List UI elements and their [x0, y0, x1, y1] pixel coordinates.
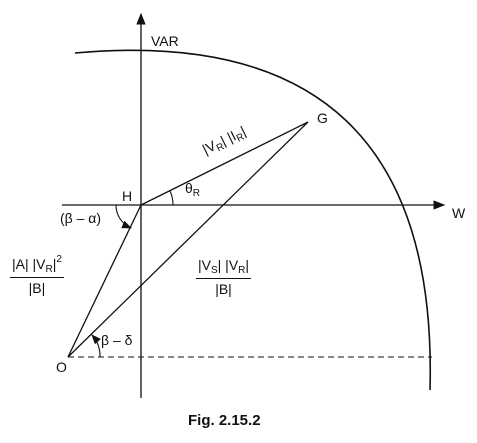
- power-circle-arc: [74, 49, 432, 391]
- fraction-numerator: |A| |VR|2: [10, 255, 64, 278]
- theta-r-label: θR: [185, 180, 201, 199]
- w-axis-label: W: [452, 205, 466, 221]
- beta-alpha-angle-arc: [115, 204, 132, 229]
- fraction-denominator: |B|: [28, 280, 46, 296]
- fraction-denominator: |B|: [215, 281, 232, 297]
- beta-alpha-label: (β – α): [60, 210, 102, 226]
- line-o-h: [67, 204, 142, 358]
- fraction-numerator: |VS| |VR|: [196, 258, 252, 279]
- line-o-g: [67, 121, 309, 358]
- beta-delta-label: β – δ: [101, 332, 133, 348]
- figure-caption: Fig. 2.15.2: [188, 412, 261, 429]
- point-h-label: H: [122, 188, 133, 204]
- beta-delta-angle-arc: [91, 334, 101, 358]
- point-o-label: O: [56, 359, 67, 375]
- vs-vr-over-b-fraction: |VS| |VR| |B|: [196, 258, 252, 297]
- line-h-g: [140, 121, 309, 206]
- a-vr-squared-over-b-fraction: |A| |VR|2 |B|: [10, 255, 64, 295]
- theta-r-angle-arc: [169, 190, 174, 206]
- point-g-label: G: [317, 110, 328, 126]
- var-axis-label: VAR: [151, 33, 179, 49]
